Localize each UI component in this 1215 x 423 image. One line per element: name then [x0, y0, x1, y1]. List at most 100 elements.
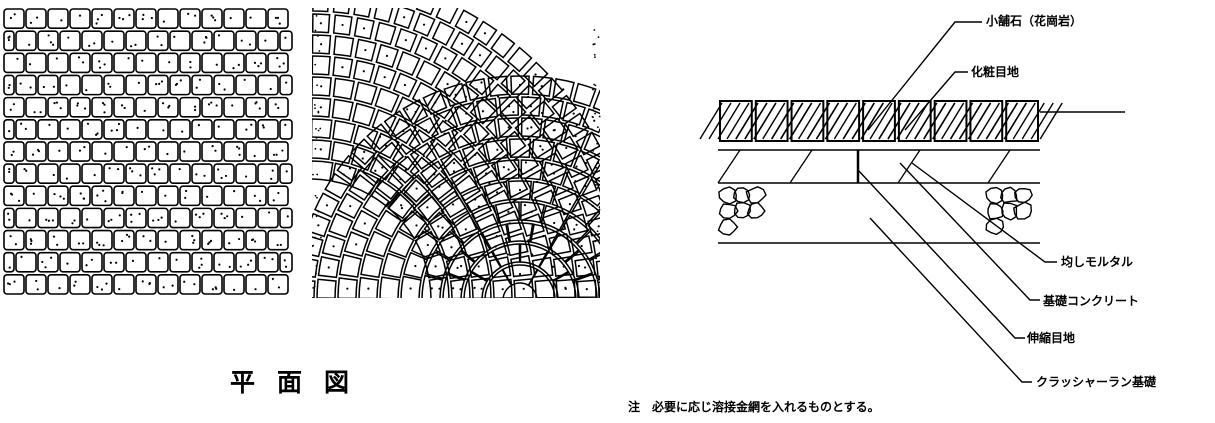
stone-texture-dot — [200, 263, 203, 266]
paving-stone — [365, 230, 392, 258]
stone-texture-dot — [404, 155, 407, 159]
stone-texture-dot — [29, 242, 33, 245]
edge-gravel-dot — [591, 128, 593, 131]
stone-texture-dot — [363, 222, 366, 225]
stone-texture-dot — [76, 102, 79, 105]
paving-stone — [3, 141, 25, 162]
paving-stone — [580, 194, 600, 217]
stone-texture-dot — [228, 242, 231, 245]
stone-texture-dot — [23, 167, 26, 171]
stone-texture-dot — [139, 174, 142, 177]
paving-stone — [462, 151, 491, 179]
paving-stone — [113, 185, 135, 207]
paving-stone — [25, 52, 47, 74]
paving-stone — [191, 163, 213, 185]
stone-texture-dot — [272, 153, 276, 156]
edge-gravel-dot — [596, 142, 599, 145]
stone-texture-dot — [526, 127, 529, 130]
paving-stone — [592, 239, 600, 257]
paving-stone — [135, 141, 157, 162]
stone-texture-dot — [535, 180, 539, 183]
stone-texture-dot — [279, 243, 282, 247]
paving-stone — [312, 118, 333, 140]
stone-texture-dot — [477, 265, 480, 268]
paving-stone — [421, 274, 444, 298]
stone-texture-dot — [496, 95, 500, 98]
stone-texture-dot — [90, 258, 93, 261]
paving-stone — [245, 185, 267, 207]
stone-hatch — [788, 102, 813, 140]
label-decorative-joint: 化粧目地 — [971, 65, 1020, 79]
paving-stone — [508, 138, 532, 159]
paving-stone — [47, 8, 69, 29]
stone-hatch — [779, 102, 804, 140]
paving-stone — [372, 132, 400, 160]
stone-texture-dot — [507, 126, 510, 129]
paving-stone — [3, 30, 15, 52]
edge-gravel-dot — [594, 170, 597, 173]
paving-stone — [267, 141, 289, 162]
paving-stone — [213, 118, 235, 140]
stone-texture-dot — [601, 265, 603, 267]
stone-hatch — [753, 102, 777, 140]
stone-texture-dot — [88, 44, 91, 47]
edge-gravel-dot — [594, 56, 596, 58]
paving-stone — [25, 141, 47, 162]
stone-texture-dot — [320, 85, 323, 88]
stone-texture-dot — [207, 242, 210, 246]
stone-texture-dot — [237, 63, 240, 66]
paving-stone — [717, 235, 739, 256]
fan-stones — [312, 8, 739, 298]
paving-stone — [257, 30, 279, 52]
paving-stone — [25, 96, 47, 118]
edge-gravel-dot — [594, 240, 597, 243]
stone-texture-dot — [200, 257, 203, 260]
paving-stone — [520, 117, 543, 139]
paving-stone — [25, 185, 47, 207]
stone-texture-dot — [208, 241, 211, 244]
stone-hatch — [1030, 102, 1054, 140]
paving-stone — [613, 253, 636, 278]
stone-texture-dot — [85, 264, 88, 267]
paving-stone — [113, 8, 135, 29]
stone-texture-dot — [238, 147, 241, 150]
edge-gravel-dot — [315, 272, 317, 275]
stone-texture-dot — [53, 102, 56, 105]
stone-texture-dot — [8, 130, 11, 133]
paving-stone — [597, 281, 600, 298]
stone-texture-dot — [130, 213, 133, 216]
paving-stone — [587, 211, 600, 240]
stone-texture-dot — [224, 174, 228, 178]
stone-texture-dot — [282, 62, 285, 65]
edge-gravel-dot — [315, 265, 318, 267]
paving-stone — [125, 118, 147, 140]
stone-texture-dot — [128, 235, 131, 238]
paving-stone — [391, 155, 420, 184]
leader-line — [911, 162, 1057, 263]
stone-texture-dot — [125, 145, 128, 149]
crushed-stone — [746, 201, 766, 219]
stone-texture-dot — [233, 288, 236, 291]
paving-stone — [574, 257, 596, 278]
paving-stone — [37, 74, 59, 96]
stone-texture-dot — [385, 54, 389, 57]
stone-texture-dot — [78, 149, 82, 152]
stone-texture-dot — [271, 169, 274, 172]
paving-stone — [591, 163, 600, 183]
edge-gravel-dot — [319, 236, 322, 239]
paving-stone — [414, 35, 439, 62]
stone-texture-dot — [399, 178, 402, 181]
paving-stone — [410, 229, 439, 259]
paving-stone — [15, 163, 37, 185]
paving-stone — [512, 192, 538, 218]
paving-stone — [179, 185, 201, 207]
paving-stone — [15, 251, 37, 273]
paving-stone — [15, 74, 37, 96]
paving-stone — [312, 76, 332, 97]
paving-stone — [69, 52, 91, 74]
stone-texture-dot — [531, 224, 534, 227]
paving-stone — [312, 13, 331, 34]
stone-texture-dot — [422, 23, 426, 26]
paving-stone — [125, 30, 147, 52]
paving-stone — [469, 97, 497, 125]
